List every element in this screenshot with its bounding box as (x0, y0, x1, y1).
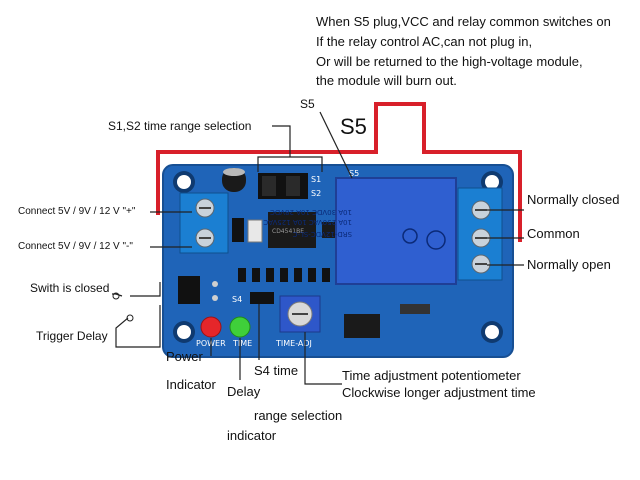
svg-text:10A 250VAC 10A 125VAC: 10A 250VAC 10A 125VAC (263, 218, 352, 226)
power-terminal-block (179, 192, 229, 254)
switch-closed-label: Swith is closed (30, 281, 110, 295)
s5-big-label: S5 (340, 114, 367, 139)
capacitor (222, 168, 246, 192)
diode (400, 304, 430, 314)
relay: SRD-12VDC-SL-C 10A 250VAC 10A 125VAC 10A… (263, 177, 457, 285)
svg-text:CD4541BE: CD4541BE (272, 228, 304, 235)
s5-small-label: S5 (300, 97, 315, 111)
connect-minus-label: Connect 5V / 9V / 12 V "-" (18, 241, 133, 252)
silk-time-adj: TIME-ADJ (275, 339, 312, 348)
clockwise-label: Clockwise longer adjustment time (342, 385, 536, 400)
small-jumper (232, 218, 244, 242)
warning-line-1: When S5 plug,VCC and relay common switch… (316, 14, 611, 29)
svg-text:SRD-12VDC-SL-C: SRD-12VDC-SL-C (293, 230, 352, 238)
switch-contact-bottom (126, 314, 134, 322)
resistor-row (238, 268, 330, 282)
trigger-pin-header (178, 276, 218, 304)
time-range-label: S1,S2 time range selection (108, 119, 252, 133)
potentiometer (279, 295, 321, 333)
s1-s2-jumper-header (258, 173, 308, 199)
leader-lines (112, 111, 524, 385)
mounting-holes (173, 171, 503, 343)
transistor (322, 222, 336, 238)
time-adj-pot-label: Time adjustment potentiometer (342, 368, 521, 383)
mosfet (344, 314, 380, 338)
s4-jumper (250, 292, 274, 304)
led-green-time (229, 316, 251, 338)
silk-time: TIME (232, 339, 252, 348)
indicator2-label: indicator (227, 428, 277, 443)
switch-contact-top (112, 292, 120, 300)
ic-chip: CD4541BE (268, 212, 316, 248)
power-label: Power (166, 349, 203, 364)
relay-terminal-block (457, 187, 503, 281)
warning-line-4: the module will burn out. (316, 73, 457, 88)
silk-s4: S4 (232, 295, 242, 304)
range-selection-label: range selection (254, 408, 343, 423)
s4-time-label: S4 time (254, 363, 299, 378)
indicator-label: Indicator (166, 377, 216, 392)
common-label: Common (527, 226, 580, 241)
led-red-power (200, 316, 222, 338)
silk-s2: S2 (311, 189, 321, 198)
silk-s5: S5 (349, 169, 359, 178)
small-component (247, 219, 263, 243)
connect-plus-label: Connect 5V / 9V / 12 V "+" (18, 206, 136, 217)
warning-line-2: If the relay control AC,can not plug in, (316, 34, 533, 49)
silk-s1: S1 (311, 175, 321, 184)
warning-line-3: Or will be returned to the high-voltage … (316, 54, 583, 69)
normally-open-label: Normally open (527, 257, 611, 272)
normally-closed-label: Normally closed (527, 192, 620, 207)
svg-text:10A 30VDC 10A 28VDC: 10A 30VDC 10A 28VDC (270, 208, 352, 216)
s5-red-wire (156, 102, 522, 242)
trigger-delay-label: Trigger Delay (36, 329, 108, 343)
delay-label: Delay (227, 384, 261, 399)
